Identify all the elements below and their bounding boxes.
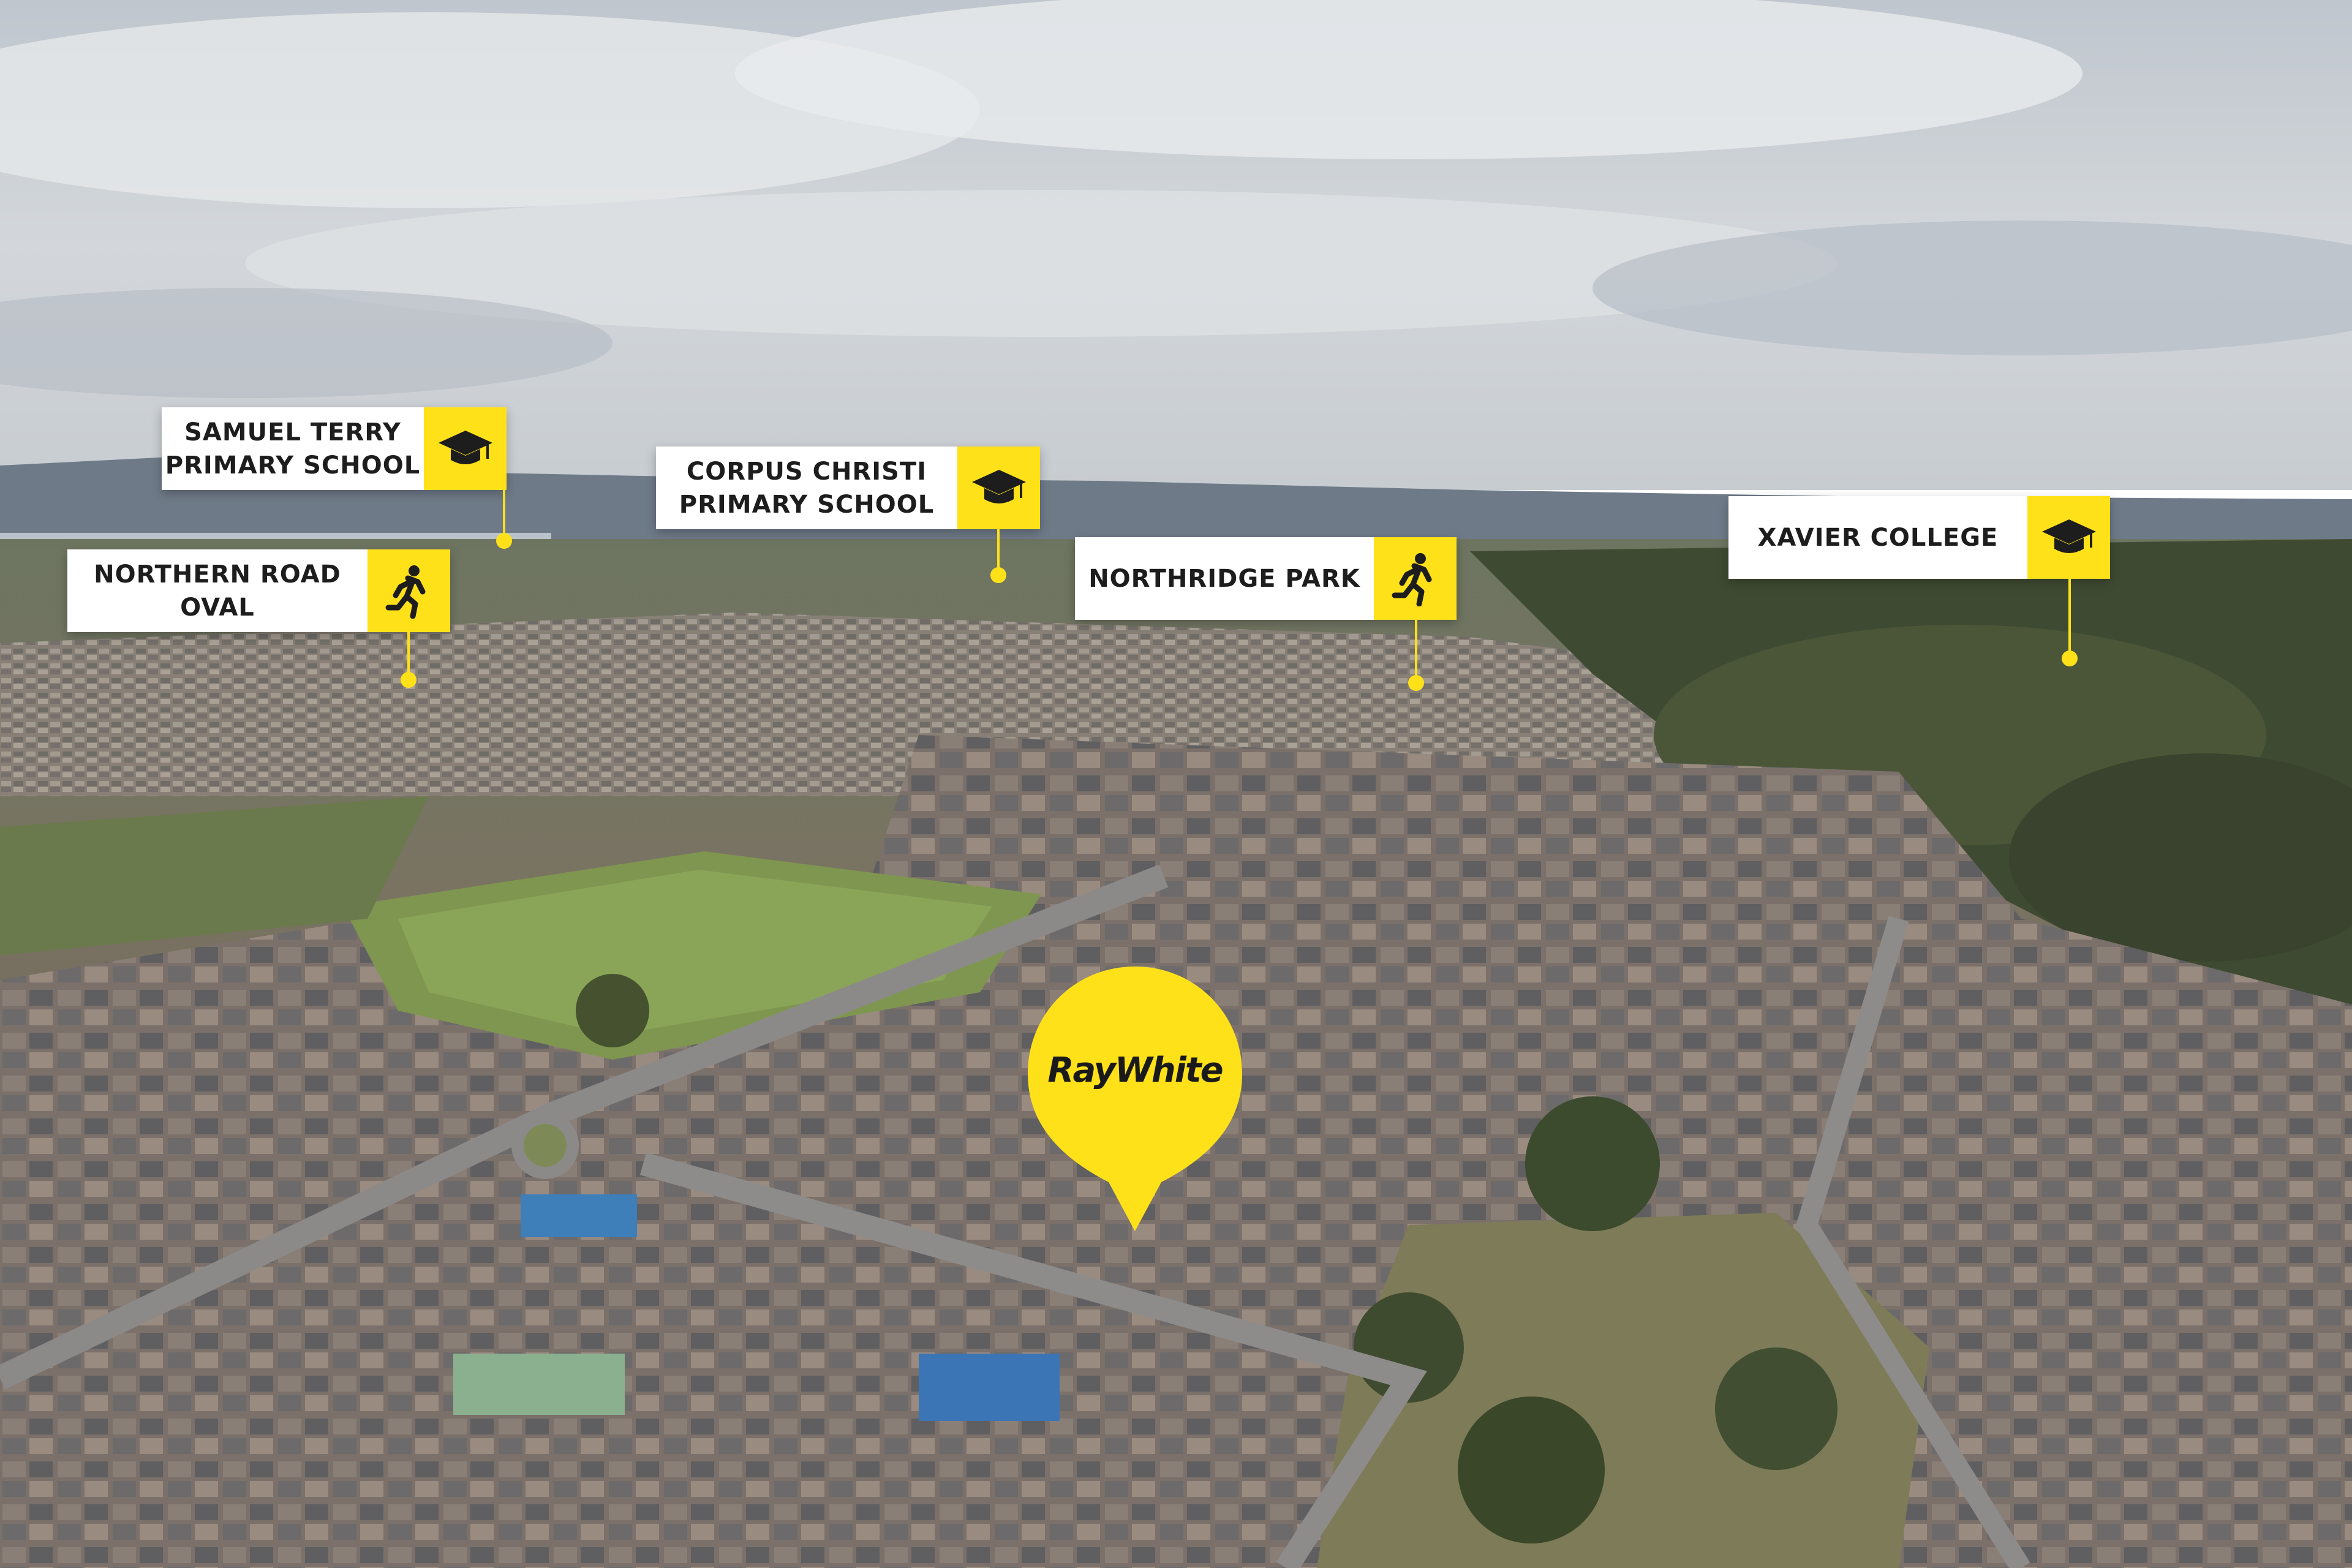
- callout-northridge-park[interactable]: NORTHRIDGE PARK: [1075, 537, 1457, 691]
- location-dot: [1408, 675, 1424, 691]
- callout-corpus-christi[interactable]: CORPUS CHRISTI PRIMARY SCHOOL: [656, 447, 1040, 583]
- location-dot: [990, 567, 1006, 583]
- callout-xavier-college[interactable]: XAVIER COLLEGE: [1728, 496, 2110, 666]
- label-line-2: PRIMARY SCHOOL: [679, 490, 935, 519]
- location-dot: [401, 672, 417, 688]
- location-dot: [2062, 650, 2078, 666]
- graduation-cap-icon: [424, 407, 507, 490]
- label-line-2: PRIMARY SCHOOL: [165, 451, 421, 480]
- label-line-1: CORPUS CHRISTI: [686, 457, 927, 486]
- running-person-icon: [1374, 537, 1457, 620]
- pin-marker-icon: [1028, 967, 1242, 1231]
- callout-label: NORTHERN ROAD OVAL: [67, 549, 368, 632]
- callout-label: NORTHRIDGE PARK: [1075, 537, 1374, 620]
- callout-northern-road-oval[interactable]: NORTHERN ROAD OVAL: [67, 549, 450, 688]
- callout-label: SAMUEL TERRY PRIMARY SCHOOL: [162, 407, 424, 490]
- label-line-1: SAMUEL TERRY: [184, 418, 401, 447]
- label-line-1: XAVIER COLLEGE: [1757, 523, 1999, 552]
- location-dot: [496, 533, 512, 549]
- running-person-icon: [368, 549, 450, 632]
- callout-label: CORPUS CHRISTI PRIMARY SCHOOL: [656, 447, 957, 529]
- label-line-1: NORTHERN ROAD: [94, 560, 341, 589]
- raywhite-location-pin[interactable]: RayWhite: [1023, 962, 1247, 1231]
- label-line-1: NORTHRIDGE PARK: [1088, 564, 1360, 593]
- graduation-cap-icon: [2027, 496, 2110, 579]
- callout-samuel-terry[interactable]: SAMUEL TERRY PRIMARY SCHOOL: [162, 407, 512, 549]
- raywhite-logo: RayWhite: [1047, 1050, 1223, 1090]
- graduation-cap-icon: [957, 447, 1040, 529]
- label-line-2: OVAL: [180, 593, 255, 622]
- callout-label: XAVIER COLLEGE: [1728, 496, 2027, 579]
